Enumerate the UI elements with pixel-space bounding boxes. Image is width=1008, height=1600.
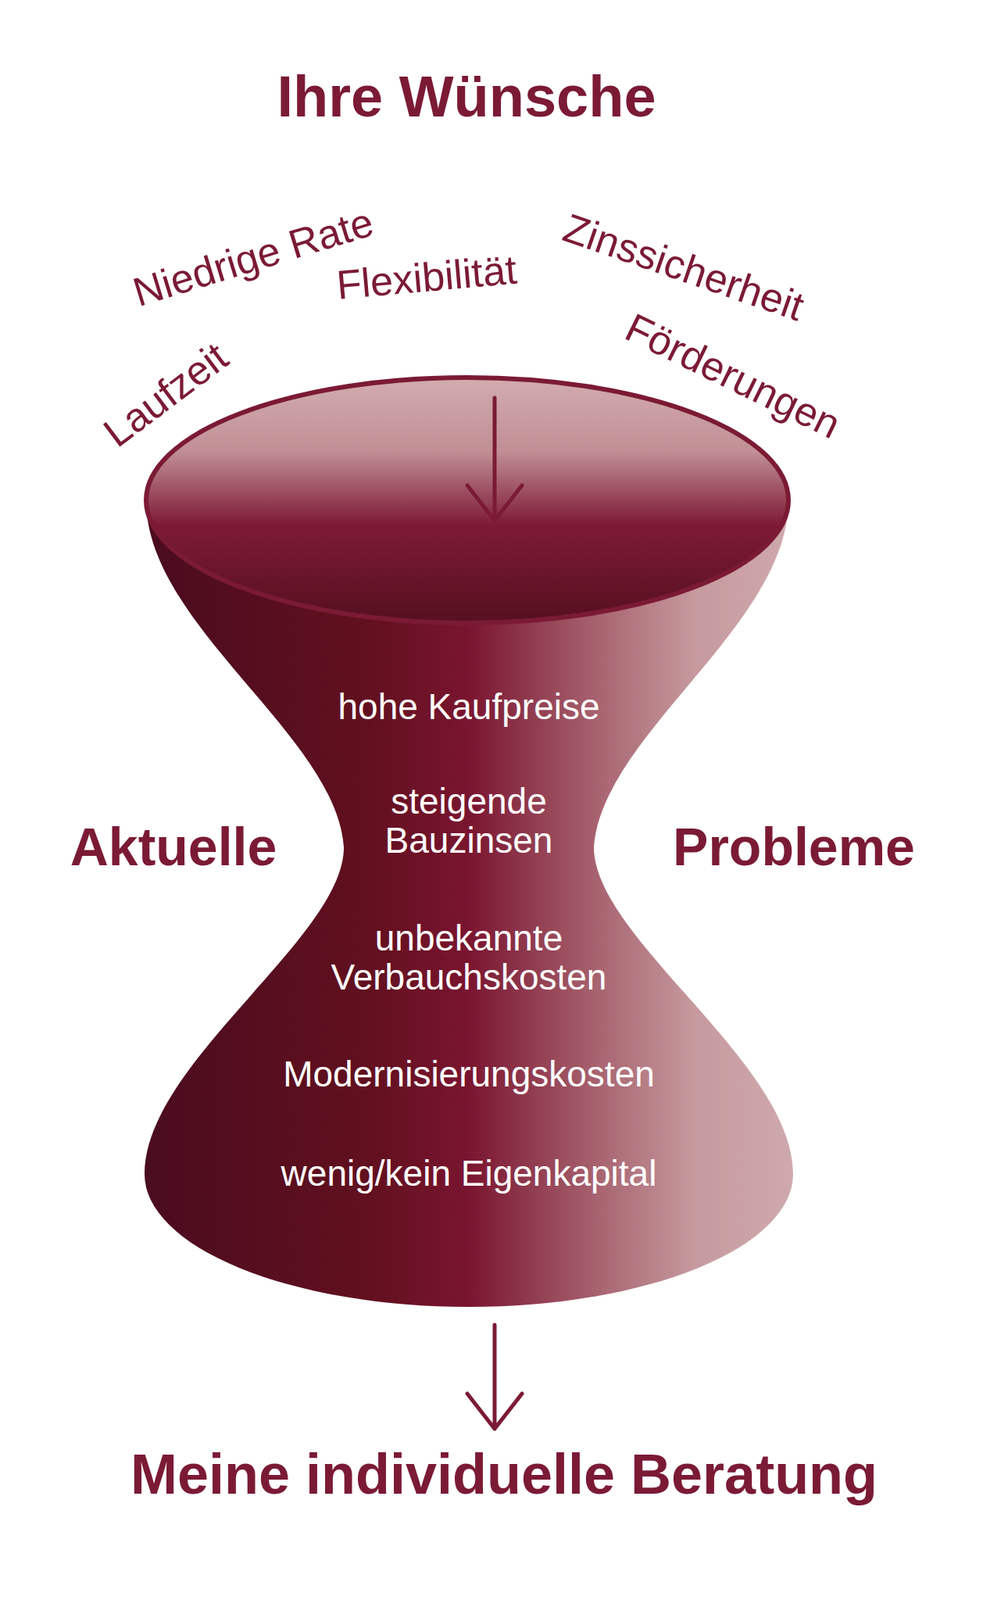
- hourglass-shape: [0, 0, 1008, 1329]
- down-arrow: [467, 1324, 522, 1429]
- problem-text: steigende Bauzinsen: [351, 782, 587, 860]
- title: Ihre Wünsche: [276, 66, 656, 128]
- caption: Meine individuelle Beratung: [130, 1444, 878, 1505]
- problem-text: wenig/kein Eigenkapital: [281, 1154, 658, 1194]
- wish-label: Zinssicherheit: [557, 206, 809, 329]
- funnel-opening: [146, 377, 789, 623]
- inflow-arrow: [467, 397, 522, 521]
- problem-text: hohe Kaufpreise: [337, 687, 600, 727]
- wish-label: Flexibilität: [334, 248, 519, 308]
- hourglass-funnel: hohe Kaufpreise steigende Bauzinsen unbeka…: [0, 0, 1008, 1329]
- side-heading: Probleme: [672, 818, 916, 875]
- side-heading: Aktuelle: [70, 818, 278, 875]
- problem-text: Modernisierungskosten: [282, 1054, 655, 1094]
- problem-text: unbekannte Verbauchskosten: [296, 918, 641, 997]
